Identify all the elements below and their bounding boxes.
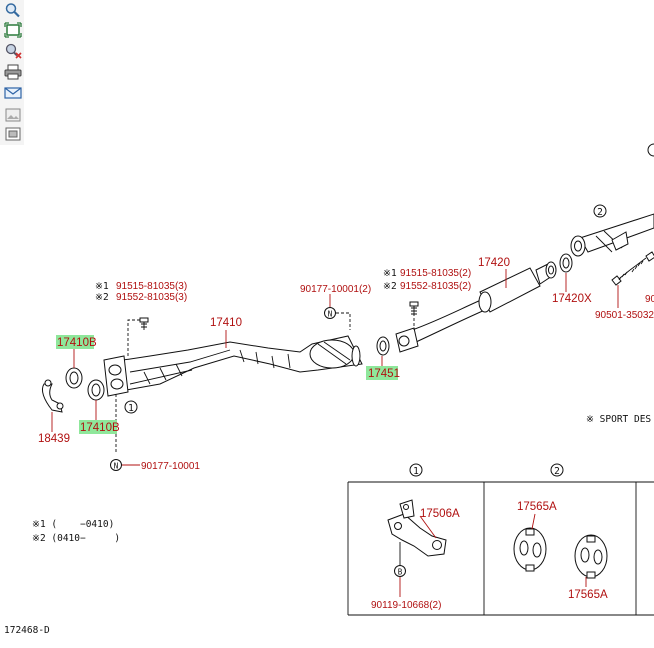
bolt-right-group	[409, 301, 419, 330]
svg-text:2: 2	[554, 466, 560, 477]
nut-N-bottom: N	[110, 459, 140, 471]
footnote-2: ※2 (0410− )	[32, 533, 120, 544]
hanger-17565A-b	[574, 534, 608, 579]
tail-pipe-assembly	[570, 213, 654, 257]
fit-window-icon[interactable]	[4, 22, 22, 38]
label-90501: 90501-35032(2	[595, 310, 654, 321]
svg-text:1: 1	[413, 466, 419, 477]
label-17420: 17420	[478, 257, 510, 269]
footnote-1: ※1 ( −0410)	[32, 519, 114, 530]
bracket-17506A	[387, 499, 447, 557]
gasket-17451	[376, 336, 390, 356]
label-91515-right: 91515-81035(2)	[400, 268, 471, 279]
bolt-90501	[611, 269, 631, 308]
viewer-toolbar	[0, 0, 24, 145]
label-17410: 17410	[210, 317, 242, 329]
detail-table	[347, 481, 654, 616]
gasket-17410B-a	[65, 367, 83, 389]
svg-text:※2: ※2	[383, 281, 397, 292]
bracket-18439	[41, 379, 64, 413]
detail-header-1: 1	[409, 463, 423, 477]
label-91552-left: 91552-81035(3)	[116, 292, 187, 303]
gasket-17420X	[559, 253, 573, 273]
bolt-B: B	[394, 542, 406, 597]
hanger-17565A-a	[513, 527, 547, 572]
label-17410B-b: 17410B	[80, 422, 120, 434]
svg-text:1: 1	[128, 403, 134, 414]
label-90119: 90119-10668(2)	[371, 600, 441, 611]
svg-text:※1: ※1	[383, 268, 397, 279]
bolt-right-top	[629, 251, 654, 273]
center-muffler-17420	[395, 261, 557, 353]
label-90177-top: 90177-10001(2)	[300, 284, 371, 295]
svg-text:B: B	[398, 568, 403, 577]
callout-1-left: 1	[115, 394, 138, 452]
front-exhaust-pipe-17410	[103, 335, 363, 397]
label-90177-bottom: 90177-10001	[141, 461, 200, 472]
svg-text:※2: ※2	[95, 292, 109, 303]
callout-1-right	[647, 143, 654, 157]
svg-text:N: N	[114, 462, 119, 471]
zoom-icon[interactable]	[4, 2, 22, 18]
label-17451: 17451	[368, 368, 400, 380]
print-icon[interactable]	[4, 64, 22, 80]
label-90: 90	[645, 294, 654, 305]
image-icon[interactable]	[4, 107, 22, 123]
label-17420X: 17420X	[552, 293, 592, 305]
email-icon[interactable]	[4, 85, 22, 101]
callout-2-top: 2	[593, 204, 607, 218]
screenshot-icon[interactable]	[4, 126, 22, 142]
label-17410B-a: 17410B	[57, 337, 97, 349]
nut-N-top: N	[324, 294, 351, 330]
bolt-left-group	[127, 317, 149, 356]
detail-header-2: 2	[550, 463, 564, 477]
figure-code: 172468-D	[4, 625, 50, 636]
gasket-17410B-b	[87, 379, 105, 401]
label-18439: 18439	[38, 433, 70, 445]
sport-note: ※ SPORT DES	[586, 414, 651, 425]
label-17565A-b: 17565A	[568, 589, 608, 601]
svg-text:※1: ※1	[95, 281, 109, 292]
svg-text:2: 2	[597, 207, 603, 218]
svg-text:N: N	[328, 310, 333, 319]
label-17506A: 17506A	[420, 508, 460, 520]
label-91515-left: 91515-81035(3)	[116, 281, 187, 292]
label-91552-right: 91552-81035(2)	[400, 281, 471, 292]
label-17565A-a: 17565A	[517, 501, 557, 513]
reset-zoom-icon[interactable]	[4, 43, 22, 59]
